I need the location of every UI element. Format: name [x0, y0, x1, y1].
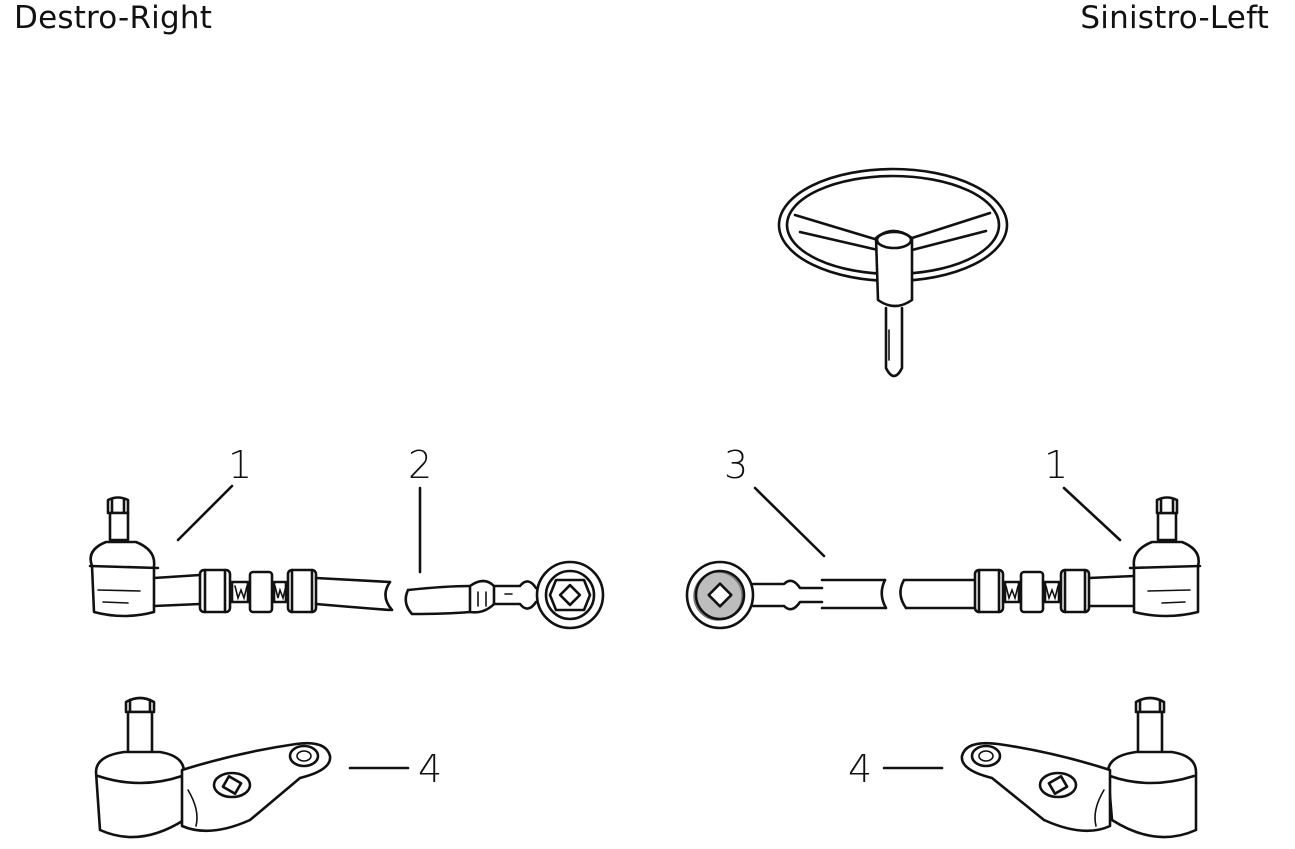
callout-4-left: 4 — [848, 747, 872, 791]
label-destro-right: Destro-Right — [14, 0, 213, 36]
callout-3: 3 — [724, 443, 748, 487]
callout-4-right: 4 — [418, 747, 442, 791]
ball-joint-left — [960, 696, 1198, 839]
tie-rod-assembly-right — [88, 496, 605, 630]
callout-1-right: 1 — [228, 443, 252, 487]
callout-2: 2 — [408, 443, 432, 487]
label-sinistro-left: Sinistro-Left — [1080, 0, 1269, 36]
tie-rod-assembly-left — [685, 496, 1202, 630]
callout-1-left: 1 — [1044, 443, 1068, 487]
steering-wheel-illustration — [777, 167, 1009, 378]
leader-lines — [176, 484, 1122, 770]
ball-joint-right — [94, 696, 332, 839]
